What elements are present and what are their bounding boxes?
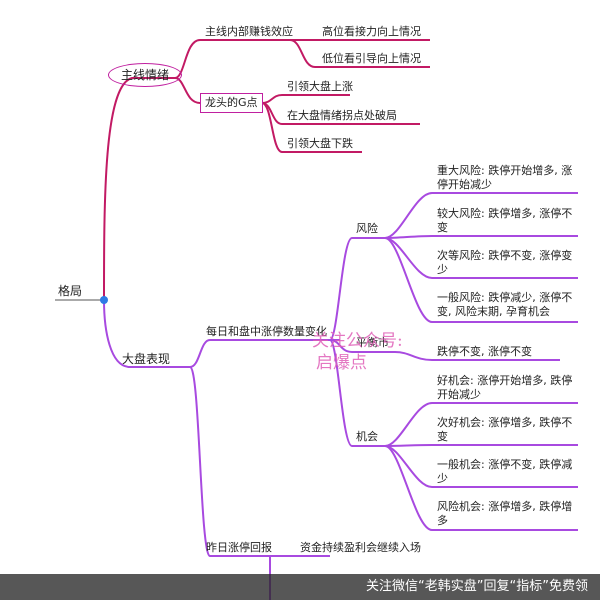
leaf-risk-large: 较大风险: 跌停增多, 涨停不变 [437,207,573,234]
leaf-chance-general: 一般机会: 涨停不变, 跌停减少 [437,458,573,485]
leaf-chance-second: 次好机会: 涨停增多, 跌停不变 [437,416,573,443]
node-chance: 机会 [356,430,378,443]
leaf-chance-good: 好机会: 涨停开始增多, 跌停开始减少 [437,374,573,401]
watermark: 关注公众号: 启爆点 [312,330,403,374]
sub-yesterday-limit-return: 昨日涨停回报 [206,541,272,554]
watermark-line2: 启爆点 [316,353,367,373]
node-balance: 平衡市 [356,336,389,349]
leaf-lead-down: 引领大盘下跌 [287,137,353,150]
leaf-risk-secondary: 次等风险: 跌停不变, 涨停变少 [437,249,573,276]
leaf-low-guide: 低位看引导向上情况 [322,52,421,65]
leaf-balance: 跌停不变, 涨停不变 [437,345,532,358]
leaf-break-turning: 在大盘情绪拐点处破局 [287,109,397,122]
leaf-high-relay: 高位看接力向上情况 [322,25,421,38]
branch-market-performance: 大盘表现 [122,352,171,366]
sub-limit-count-change: 每日和盘中涨停数量变化 [206,325,327,338]
leaf-risk-general: 一般风险: 跌停减少, 涨停不变, 风险末期, 孕育机会 [437,291,573,318]
leaf-chance-risk: 风险机会: 涨停增多, 跌停增多 [437,500,573,527]
leaf-lead-up: 引领大盘上涨 [287,80,353,93]
root-label: 格局 [58,284,83,298]
sub-main-profit-effect: 主线内部赚钱效应 [205,25,293,38]
watermark-line1: 关注公众号: [312,331,403,351]
root-node-dot [100,296,108,304]
bottom-branch-lines [103,192,578,600]
leaf-risk-major: 重大风险: 跌停开始增多, 涨停开始减少 [437,164,573,191]
sub-leader-gpoint: 龙头的G点 [200,93,263,113]
footer-banner: 关注微信“老韩实盘”回复“指标”免费领 [0,574,600,600]
branch-main-emotion: 主线情绪 [108,63,183,87]
node-risk: 风险 [356,222,378,235]
leaf-funds-continue: 资金持续盈利会继续入场 [300,541,421,554]
